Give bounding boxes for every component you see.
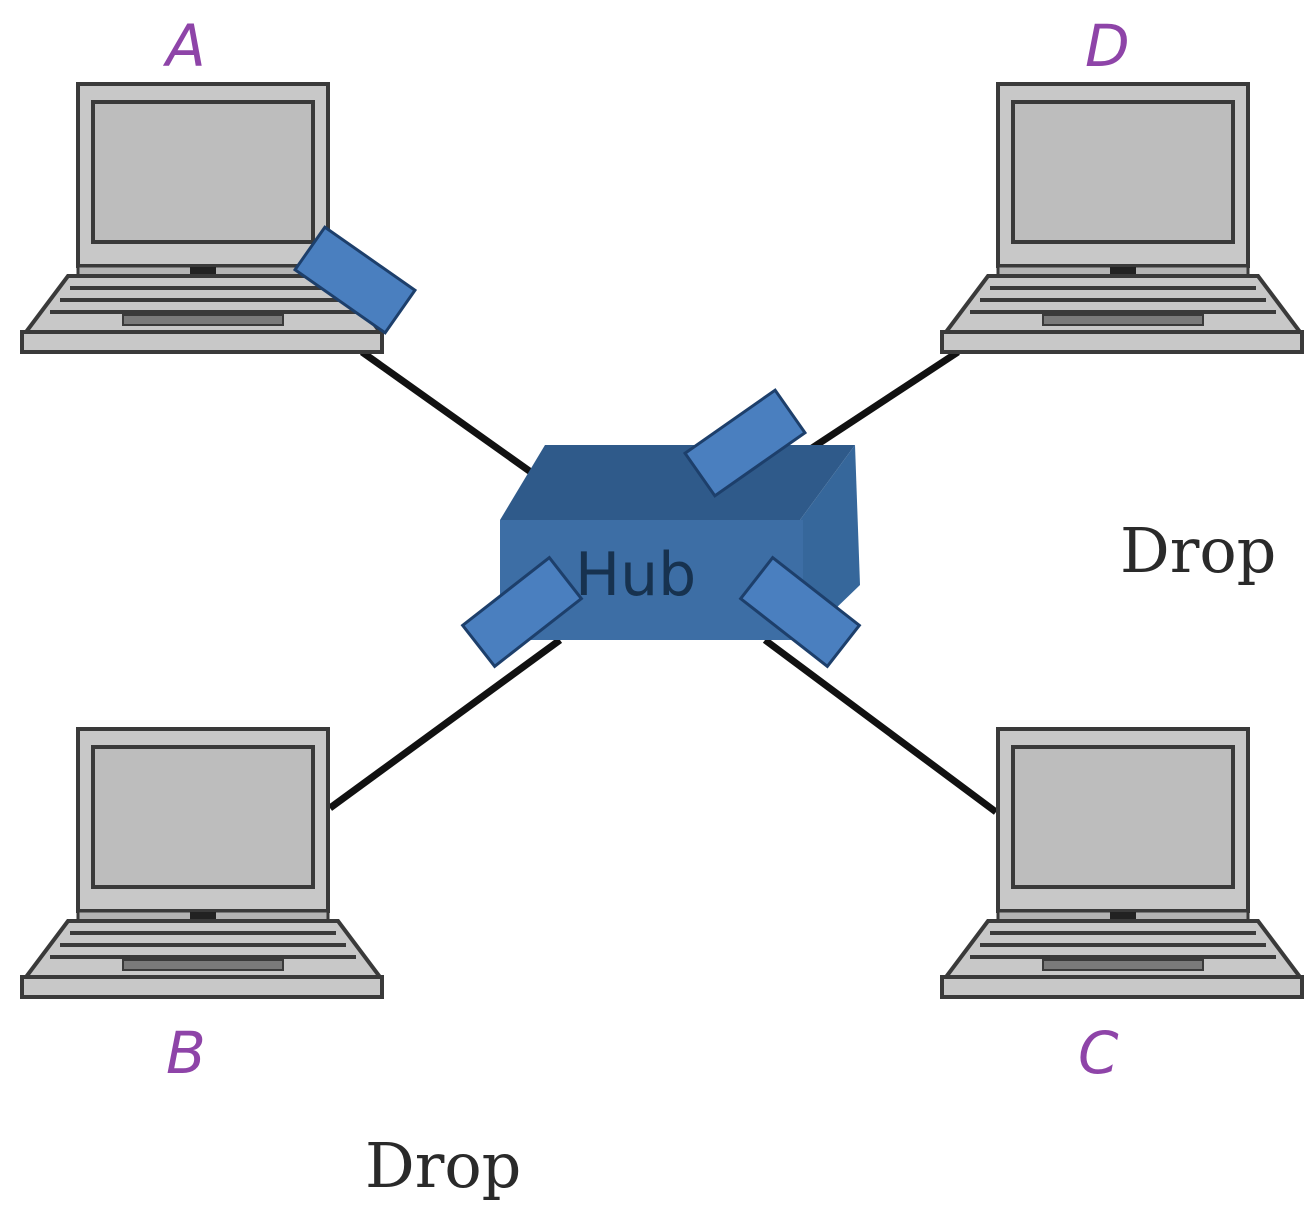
- laptop-c-icon: [940, 727, 1304, 999]
- cable-a: [359, 349, 538, 478]
- packet-b-icon: [460, 555, 584, 669]
- cable-b: [327, 637, 563, 811]
- node-label-d: D: [1085, 12, 1130, 80]
- hub-label: Hub: [575, 540, 696, 610]
- cable-d: [810, 349, 960, 451]
- laptop-b-icon: [20, 727, 384, 999]
- drop-label-right: Drop: [1120, 514, 1276, 587]
- laptop-a-icon: [20, 82, 384, 354]
- laptop-d-icon: [940, 82, 1304, 354]
- node-label-a: A: [162, 12, 206, 80]
- packet-d-icon: [682, 388, 808, 498]
- node-label-c: C: [1078, 1019, 1119, 1087]
- drop-label-bottom: Drop: [365, 1129, 521, 1202]
- node-label-b: B: [166, 1019, 206, 1087]
- hub-top-face: [500, 445, 855, 520]
- cable-c: [762, 637, 999, 815]
- packet-a-icon: [292, 225, 418, 335]
- packet-c-icon: [738, 555, 862, 669]
- hub-icon: Hub: [500, 445, 860, 640]
